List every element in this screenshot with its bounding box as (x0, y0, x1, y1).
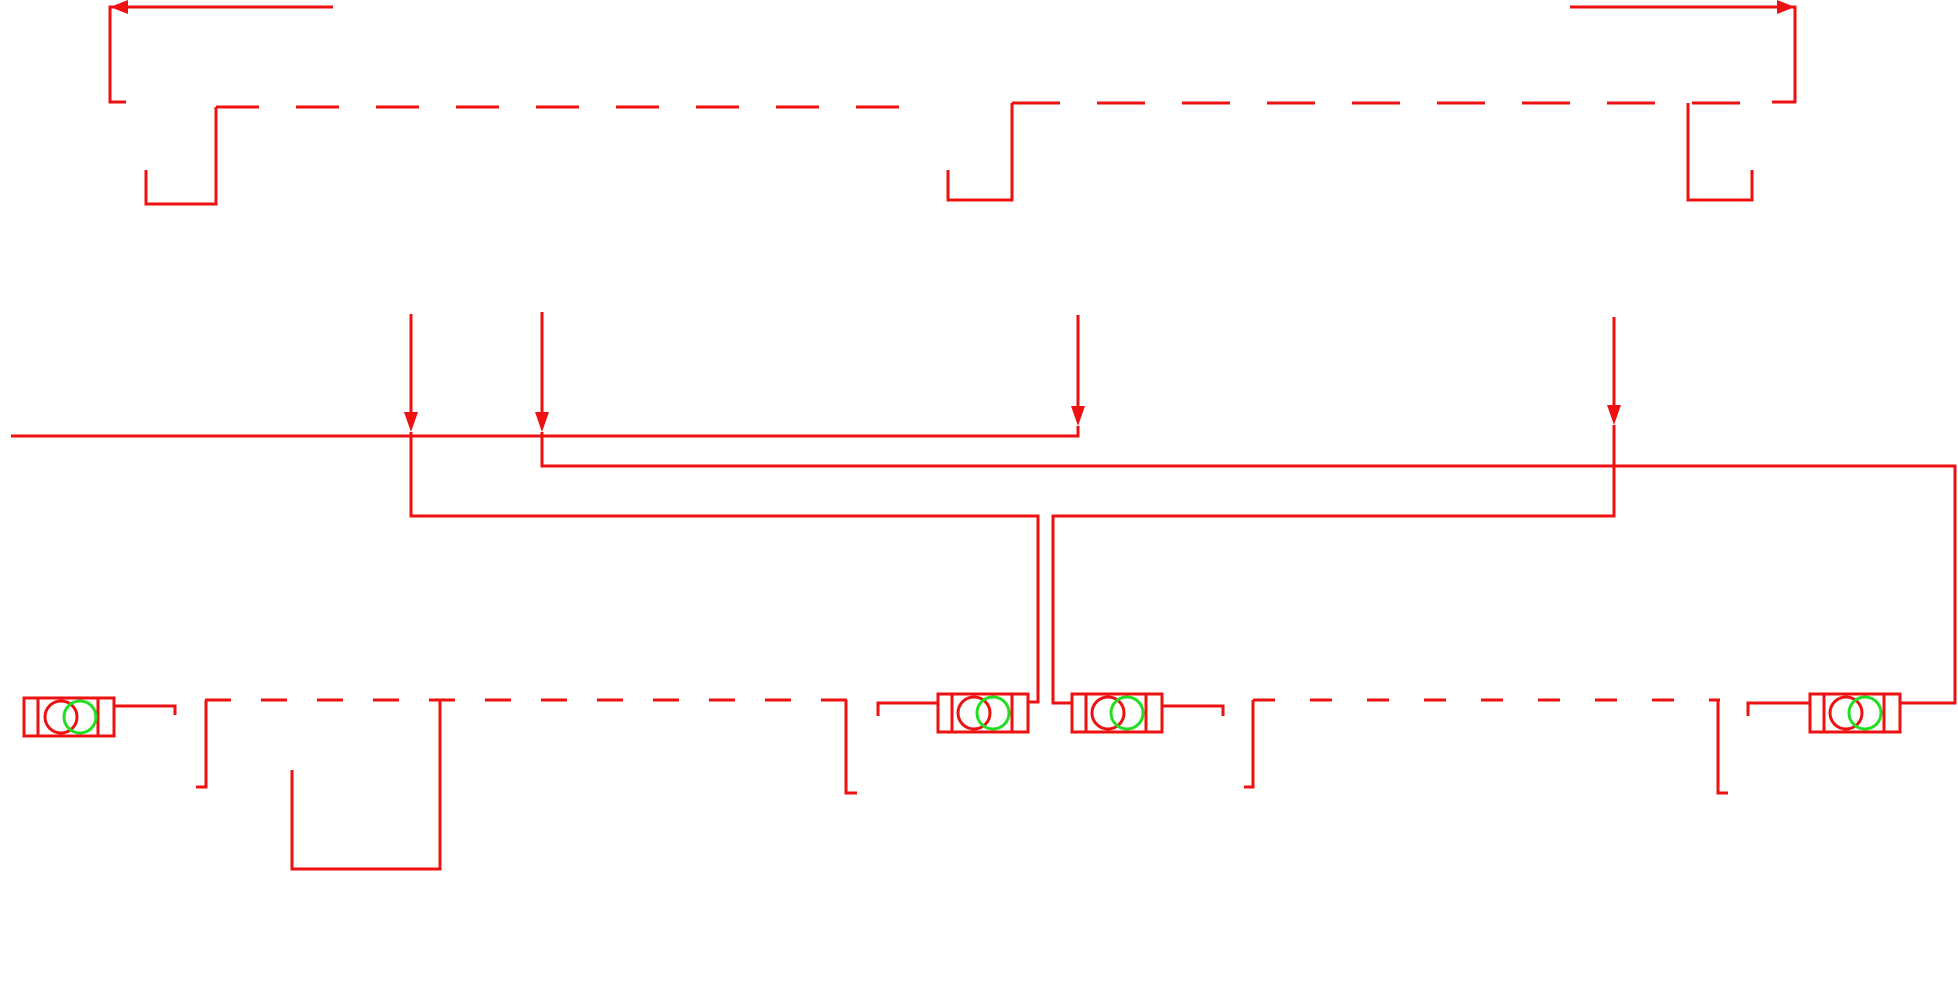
top-left-step-bracket (144, 107, 218, 206)
down-arrow-4-head (1607, 405, 1621, 425)
bottom-right-bracket-left (1244, 700, 1255, 789)
connector-b-lead (876, 701, 938, 716)
connector-b-ring-red (956, 695, 992, 731)
bottom-right-bracket-right (1716, 700, 1728, 795)
bottom-left-bracket-left (196, 700, 208, 789)
connector-d-ring-green (1847, 695, 1883, 731)
connector-c-ring-green (1109, 695, 1145, 731)
middle-section (11, 312, 1957, 705)
connector-c-ring-red (1090, 695, 1126, 731)
top-left-arrowhead (110, 0, 128, 14)
connector-d-ring-red (1828, 695, 1864, 731)
top-section (108, 0, 1797, 206)
connector-a-ring-red (43, 699, 79, 735)
connector-d (1808, 692, 1902, 734)
down-arrow-2-head (535, 412, 549, 432)
route-c-to-connector-c (1051, 425, 1616, 705)
top-middle-step-bracket (946, 103, 1014, 202)
connector-d-lead (1746, 701, 1810, 716)
connector-a-lead (114, 704, 177, 715)
bottom-left-bracket-right (844, 700, 857, 795)
route-a-to-connector-b (409, 432, 1040, 704)
top-right-arrowhead (1777, 0, 1795, 14)
connector-a-ring-green (62, 699, 98, 735)
top-right-step-bracket (1686, 103, 1754, 202)
main-horizontal-line (11, 426, 1080, 438)
route-b-to-connector-d (540, 432, 1957, 705)
top-left-return-line (108, 5, 333, 104)
connector-a (22, 696, 116, 738)
connector-c (1070, 692, 1164, 734)
connector-c-lead (1162, 704, 1225, 716)
bottom-section (22, 692, 1902, 871)
connector-b (936, 692, 1030, 734)
bottom-left-inner-step (290, 700, 442, 871)
down-arrow-1-head (404, 412, 418, 432)
top-right-return-line (1570, 5, 1797, 104)
down-arrow-3-head (1071, 406, 1085, 426)
connector-b-ring-green (975, 695, 1011, 731)
